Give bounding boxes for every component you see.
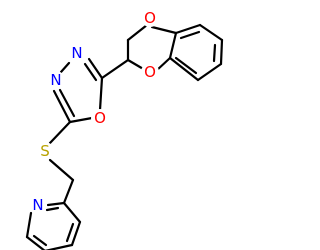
- bond: [48, 158, 75, 182]
- bond: [46, 201, 66, 207]
- bond: [58, 88, 76, 118]
- atom-oxygen-dioxane-bottom: O: [144, 63, 156, 81]
- structure-canvas: O O N N O S N: [25, 9, 224, 250]
- atom-labels: O O N N O S N: [29, 9, 159, 214]
- bond: [59, 61, 71, 74]
- bond: [62, 201, 82, 224]
- bond: [174, 56, 198, 75]
- bond: [45, 206, 60, 212]
- bond: [25, 235, 46, 250]
- bond: [70, 220, 82, 247]
- bond: [98, 76, 104, 112]
- atom-sulfur-thioether: S: [40, 142, 50, 160]
- bond: [168, 56, 200, 82]
- bond: [83, 62, 98, 82]
- bond: [44, 243, 74, 250]
- molecule-structure: O O N N O S N: [25, 9, 224, 250]
- bond: [212, 43, 217, 63]
- bonds: [25, 23, 224, 250]
- bond: [48, 120, 72, 145]
- bond: [25, 211, 33, 239]
- atom-oxygen-dioxane-top: O: [144, 9, 156, 27]
- atom-nitrogen-pyridine: N: [32, 196, 43, 214]
- bond: [179, 30, 201, 40]
- bond: [219, 38, 224, 66]
- bond: [168, 31, 178, 60]
- bond: [65, 222, 75, 243]
- bond: [52, 89, 72, 124]
- bond: [68, 116, 94, 124]
- bond: [196, 62, 223, 82]
- atom-oxygen-oxadiazole: O: [94, 109, 106, 127]
- atom-nitrogen-oxadiazole-2: N: [50, 71, 61, 89]
- atom-nitrogen-oxadiazole-1: N: [71, 44, 82, 62]
- bond: [62, 178, 75, 205]
- bond: [32, 234, 48, 247]
- bond: [87, 57, 104, 80]
- bond: [174, 23, 202, 35]
- bond: [198, 23, 224, 42]
- bond: [150, 25, 178, 35]
- bond: [100, 58, 130, 80]
- bond: [126, 23, 149, 42]
